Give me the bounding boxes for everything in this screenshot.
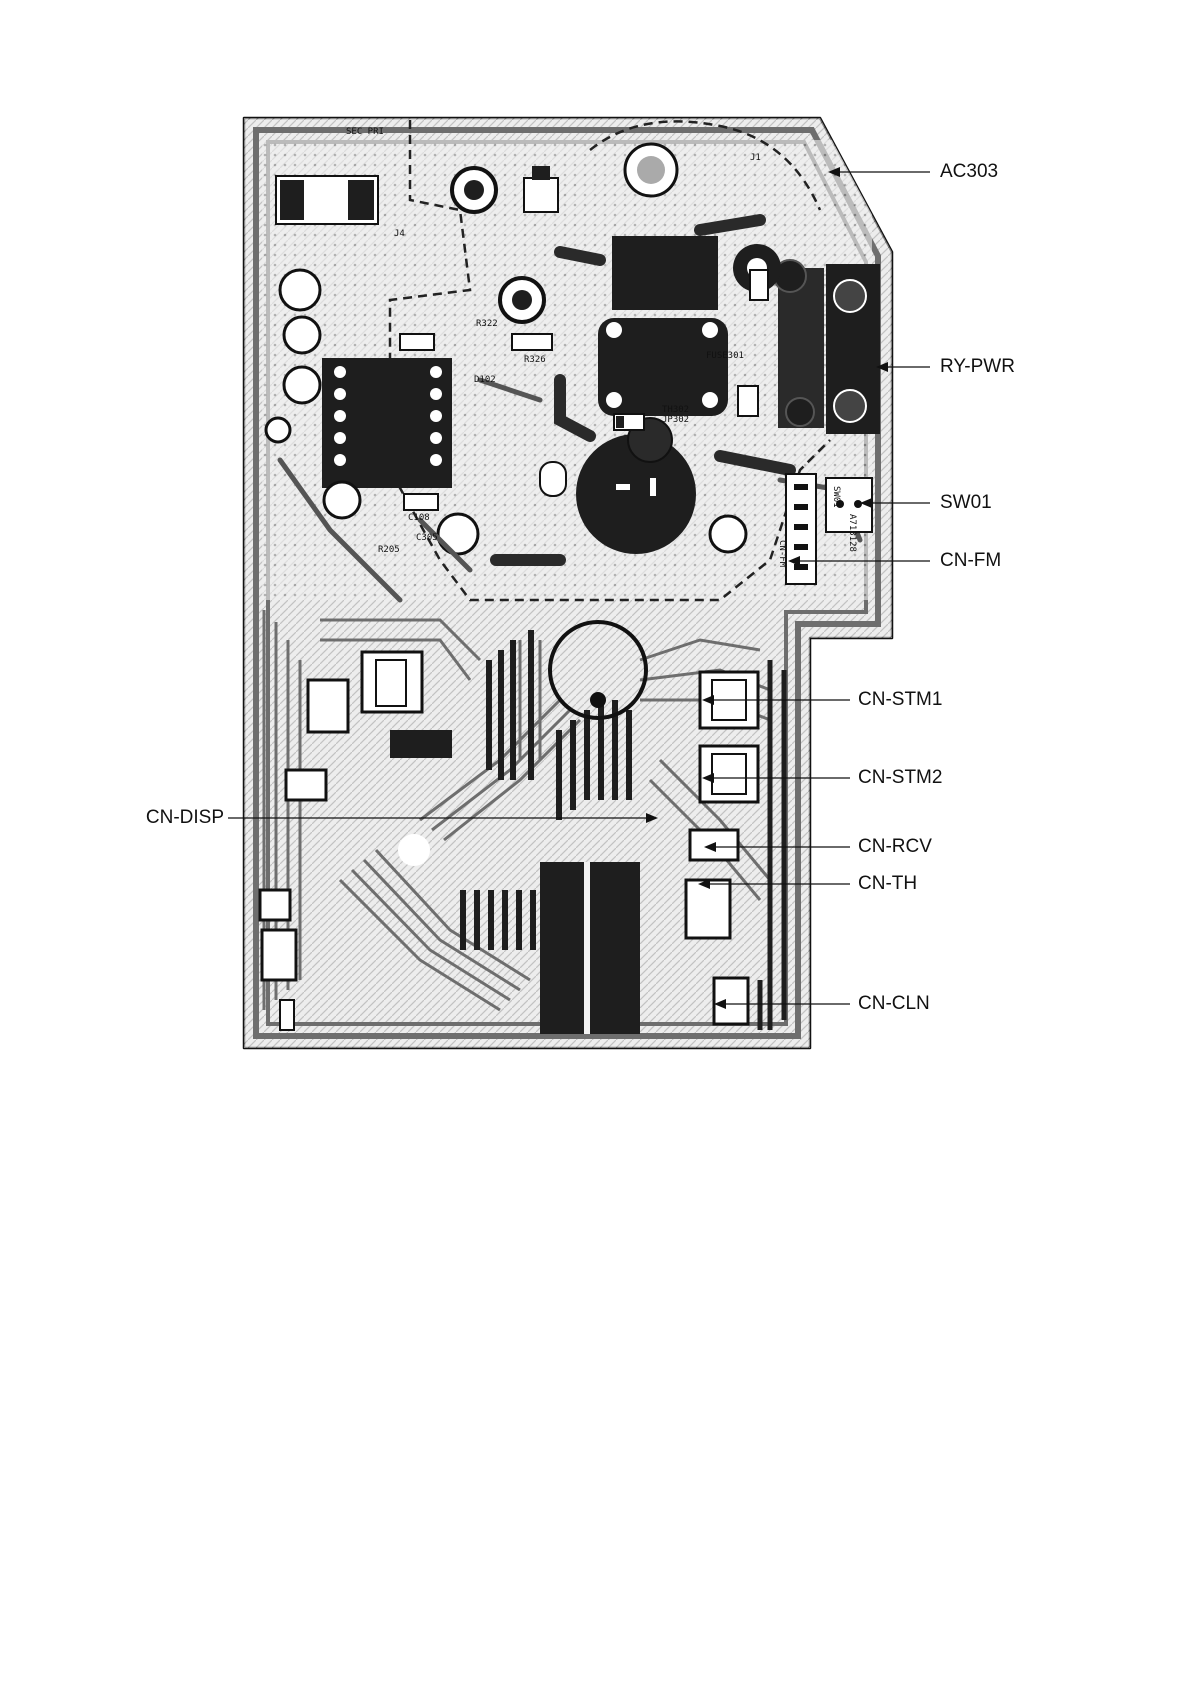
- silk-fuse301: FUSE301: [706, 351, 744, 361]
- silk-jp302: JP302: [662, 415, 689, 425]
- silk-j4: J4: [394, 229, 405, 239]
- silk-a-code: A713128: [847, 514, 857, 552]
- callout-cn-stm2: CN-STM2: [858, 768, 942, 788]
- callout-cn-th: CN-TH: [858, 874, 917, 894]
- callout-cn-disp: CN-DISP: [120, 808, 224, 828]
- bridge-rectifier-block: [612, 236, 718, 310]
- callout-cn-rcv: CN-RCV: [858, 837, 932, 857]
- silk-c108: C108: [408, 513, 430, 523]
- silk-th302: TH302: [662, 405, 689, 415]
- silk-r326: R326: [524, 355, 546, 365]
- silk-sw01: SW01: [831, 486, 841, 508]
- ic-chip: [390, 730, 452, 758]
- silk-j1: J1: [750, 153, 761, 163]
- cn-cln-connector: [714, 978, 748, 1024]
- callout-cn-stm1: CN-STM1: [858, 690, 942, 710]
- silk-r322: R322: [476, 319, 498, 329]
- callout-ac303: AC303: [940, 162, 998, 182]
- silk-d102: D102: [474, 375, 496, 385]
- cn-th-connector: [686, 880, 730, 938]
- callout-cn-fm: CN-FM: [940, 551, 1001, 571]
- callout-cn-cln: CN-CLN: [858, 994, 930, 1014]
- silk-c305: C305: [416, 533, 438, 543]
- silk-r205: R205: [378, 545, 400, 555]
- mounting-hole: [398, 834, 430, 866]
- silk-sec-pri: SEC PRI: [346, 127, 384, 137]
- callout-sw01: SW01: [940, 493, 992, 513]
- callout-ry-pwr: RY-PWR: [940, 357, 1015, 377]
- silk-cn-fm: CN-FM: [777, 540, 787, 568]
